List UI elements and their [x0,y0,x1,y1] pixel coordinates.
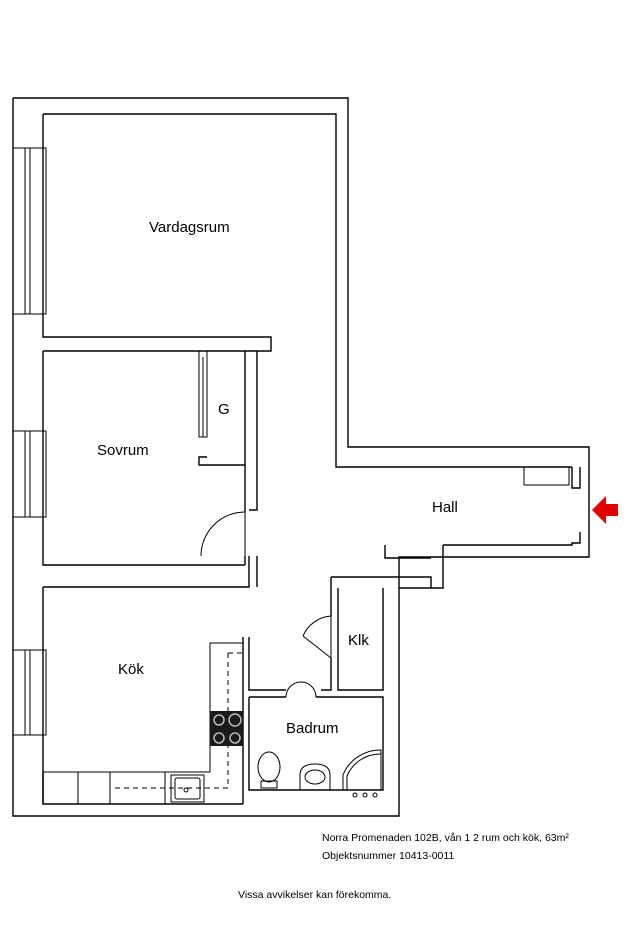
kitchen-sink [170,774,205,803]
room-label-klk: Klk [348,632,369,649]
hall-walls [321,467,570,691]
stove [210,711,243,746]
toilet [257,751,281,789]
disclaimer-text: Vissa avvikelser kan förekomma. [238,889,392,901]
bedroom-walls [42,351,258,588]
room-label-garderob: G [218,401,230,418]
room-label-sovrum: Sovrum [97,442,149,459]
room-label-badrum: Badrum [286,720,339,737]
address-text: Norra Promenaden 102B, vån 1 2 rum och k… [322,832,569,844]
room-label-vardagsrum: Vardagsrum [149,219,230,236]
bathroom-walls [248,681,384,791]
room-label-hall: Hall [432,499,458,516]
outer-walls [12,97,590,817]
washbasin [299,763,331,790]
windows [12,147,47,736]
shower [342,749,382,798]
entrance-arrow-icon [592,496,618,524]
room-label-kok: Kök [118,661,144,678]
object-number-text: Objektsnummer 10413-0011 [322,850,455,862]
closet-door [302,615,332,659]
bedroom-door [200,511,246,557]
